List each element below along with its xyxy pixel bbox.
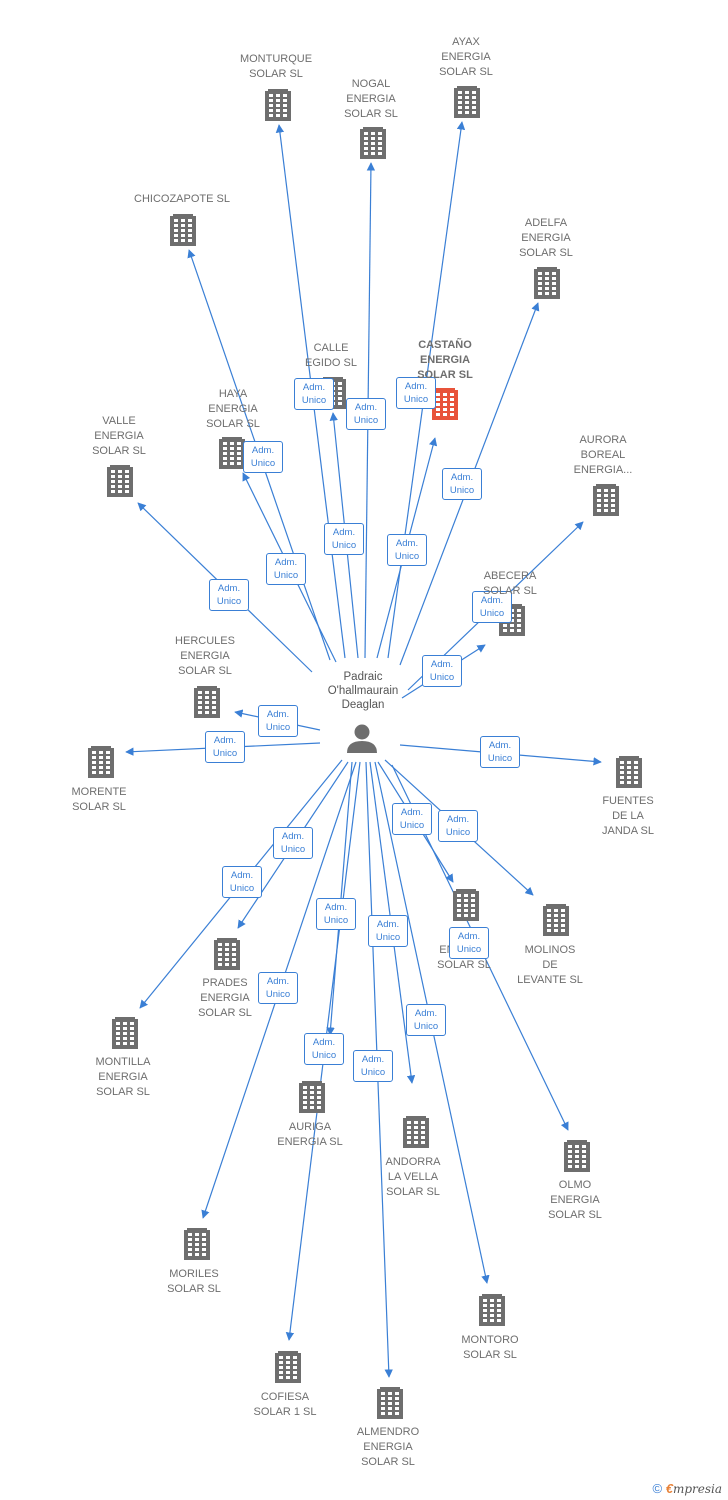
building-icon-molinos[interactable] xyxy=(543,904,569,936)
relation-label-hercules[interactable]: Adm. Unico xyxy=(258,705,298,737)
company-label-cofiesa[interactable]: COFIESA SOLAR 1 SL xyxy=(253,1391,317,1418)
company-label-castano[interactable]: CASTAÑO ENERGIA SOLAR SL xyxy=(417,339,473,381)
relation-label-prades[interactable]: Adm. Unico xyxy=(273,827,313,859)
building-icon-montoro[interactable] xyxy=(479,1294,505,1326)
company-label-haya[interactable]: HAYA ENERGIA SOLAR SL xyxy=(206,388,260,430)
brand-name: mpresia xyxy=(672,1482,722,1496)
company-label-ayax[interactable]: AYAX ENERGIA SOLAR SL xyxy=(439,36,493,78)
company-label-hercules[interactable]: HERCULES ENERGIA SOLAR SL xyxy=(175,635,235,677)
relation-label-nogal[interactable]: Adm. Unico xyxy=(346,398,386,430)
building-icon-ayax[interactable] xyxy=(454,86,480,118)
relation-label-m_energia[interactable]: Adm. Unico xyxy=(392,803,432,835)
company-label-auriga[interactable]: AURIGA ENERGIA SL xyxy=(277,1121,343,1148)
building-icon-valle[interactable] xyxy=(107,465,133,497)
company-label-morente[interactable]: MORENTE SOLAR SL xyxy=(71,786,127,813)
relation-label-almendro[interactable]: Adm. Unico xyxy=(353,1050,393,1082)
building-icon-prades[interactable] xyxy=(214,938,240,970)
relation-label-molinos[interactable]: Adm. Unico xyxy=(438,810,478,842)
building-icon-cofiesa[interactable] xyxy=(275,1351,301,1383)
company-label-montoro[interactable]: MONTORO SOLAR SL xyxy=(461,1334,519,1361)
company-label-monturque[interactable]: MONTURQUE SOLAR SL xyxy=(239,53,313,80)
relation-label-auriga[interactable]: Adm. Unico xyxy=(316,898,356,930)
building-icon-castano[interactable] xyxy=(432,388,458,420)
building-icon-moriles[interactable] xyxy=(184,1228,210,1260)
relation-label-fuentes[interactable]: Adm. Unico xyxy=(480,736,520,768)
building-icon-hercules[interactable] xyxy=(194,686,220,718)
building-icon-olmo[interactable] xyxy=(564,1140,590,1172)
building-icon-morente[interactable] xyxy=(88,746,114,778)
building-icon-m_energia[interactable] xyxy=(453,889,479,921)
building-icon-monturque[interactable] xyxy=(265,89,291,121)
company-label-fuentes[interactable]: FUENTES DE LA JANDA SL xyxy=(602,795,654,837)
relation-label-ayax[interactable]: Adm. Unico xyxy=(396,377,436,409)
company-label-olmo[interactable]: OLMO ENERGIA SOLAR SL xyxy=(548,1179,602,1221)
relation-label-adelfa[interactable]: Adm. Unico xyxy=(442,468,482,500)
person-icon[interactable] xyxy=(347,724,377,754)
relation-label-monturque[interactable]: Adm. Unico xyxy=(294,378,334,410)
building-icon-montilla[interactable] xyxy=(112,1017,138,1049)
company-label-aurora[interactable]: AURORA BOREAL ENERGIA... xyxy=(573,434,633,476)
relation-label-andorra[interactable]: Adm. Unico xyxy=(368,915,408,947)
company-label-adelfa[interactable]: ADELFA ENERGIA SOLAR SL xyxy=(519,217,573,259)
building-icon-andorra[interactable] xyxy=(403,1116,429,1148)
building-icon-adelfa[interactable] xyxy=(534,267,560,299)
footer-branding: © €mpresia xyxy=(652,1481,722,1496)
relation-label-valle[interactable]: Adm. Unico xyxy=(209,579,249,611)
company-label-molinos[interactable]: MOLINOS DE LEVANTE SL xyxy=(517,944,583,986)
building-icon-auriga[interactable] xyxy=(299,1081,325,1113)
relation-label-morente[interactable]: Adm. Unico xyxy=(205,731,245,763)
company-label-andorra[interactable]: ANDORRA LA VELLA SOLAR SL xyxy=(385,1156,441,1198)
company-label-chicozapote[interactable]: CHICOZAPOTE SL xyxy=(134,193,230,205)
brand-initial: € xyxy=(665,1481,673,1496)
company-label-montilla[interactable]: MONTILLA ENERGIA SOLAR SL xyxy=(95,1056,151,1098)
relation-label-haya[interactable]: Adm. Unico xyxy=(266,553,306,585)
company-label-nogal[interactable]: NOGAL ENERGIA SOLAR SL xyxy=(344,78,398,120)
center-person-name[interactable]: Padraic O'hallmaurain Deaglan xyxy=(327,671,399,711)
company-label-prades[interactable]: PRADES ENERGIA SOLAR SL xyxy=(198,977,252,1019)
relation-label-chicozapote[interactable]: Adm. Unico xyxy=(243,441,283,473)
relation-label-moriles[interactable]: Adm. Unico xyxy=(258,972,298,1004)
relation-label-cofiesa[interactable]: Adm. Unico xyxy=(304,1033,344,1065)
relation-label-montilla[interactable]: Adm. Unico xyxy=(222,866,262,898)
building-icon-nogal[interactable] xyxy=(360,127,386,159)
building-icon-chicozapote[interactable] xyxy=(170,214,196,246)
company-label-almendro[interactable]: ALMENDRO ENERGIA SOLAR SL xyxy=(356,1426,420,1468)
relation-label-aurora[interactable]: Adm. Unico xyxy=(472,591,512,623)
building-icon-fuentes[interactable] xyxy=(616,756,642,788)
relation-label-montoro[interactable]: Adm. Unico xyxy=(406,1004,446,1036)
building-icon-haya[interactable] xyxy=(219,437,245,469)
relation-label-abecera[interactable]: Adm. Unico xyxy=(422,655,462,687)
company-label-moriles[interactable]: MORILES SOLAR SL xyxy=(167,1268,221,1295)
relation-label-olmo[interactable]: Adm. Unico xyxy=(449,927,489,959)
relation-label-calle_egido[interactable]: Adm. Unico xyxy=(324,523,364,555)
company-label-valle[interactable]: VALLE ENERGIA SOLAR SL xyxy=(92,415,146,457)
building-icon-almendro[interactable] xyxy=(377,1387,403,1419)
company-label-abecera[interactable]: ABECERA SOLAR SL xyxy=(483,570,537,597)
relation-label-castano[interactable]: Adm. Unico xyxy=(387,534,427,566)
copyright-symbol: © xyxy=(652,1481,663,1496)
company-label-calle_egido[interactable]: CALLE EGIDO SL xyxy=(305,342,357,369)
building-icon-aurora[interactable] xyxy=(593,484,619,516)
